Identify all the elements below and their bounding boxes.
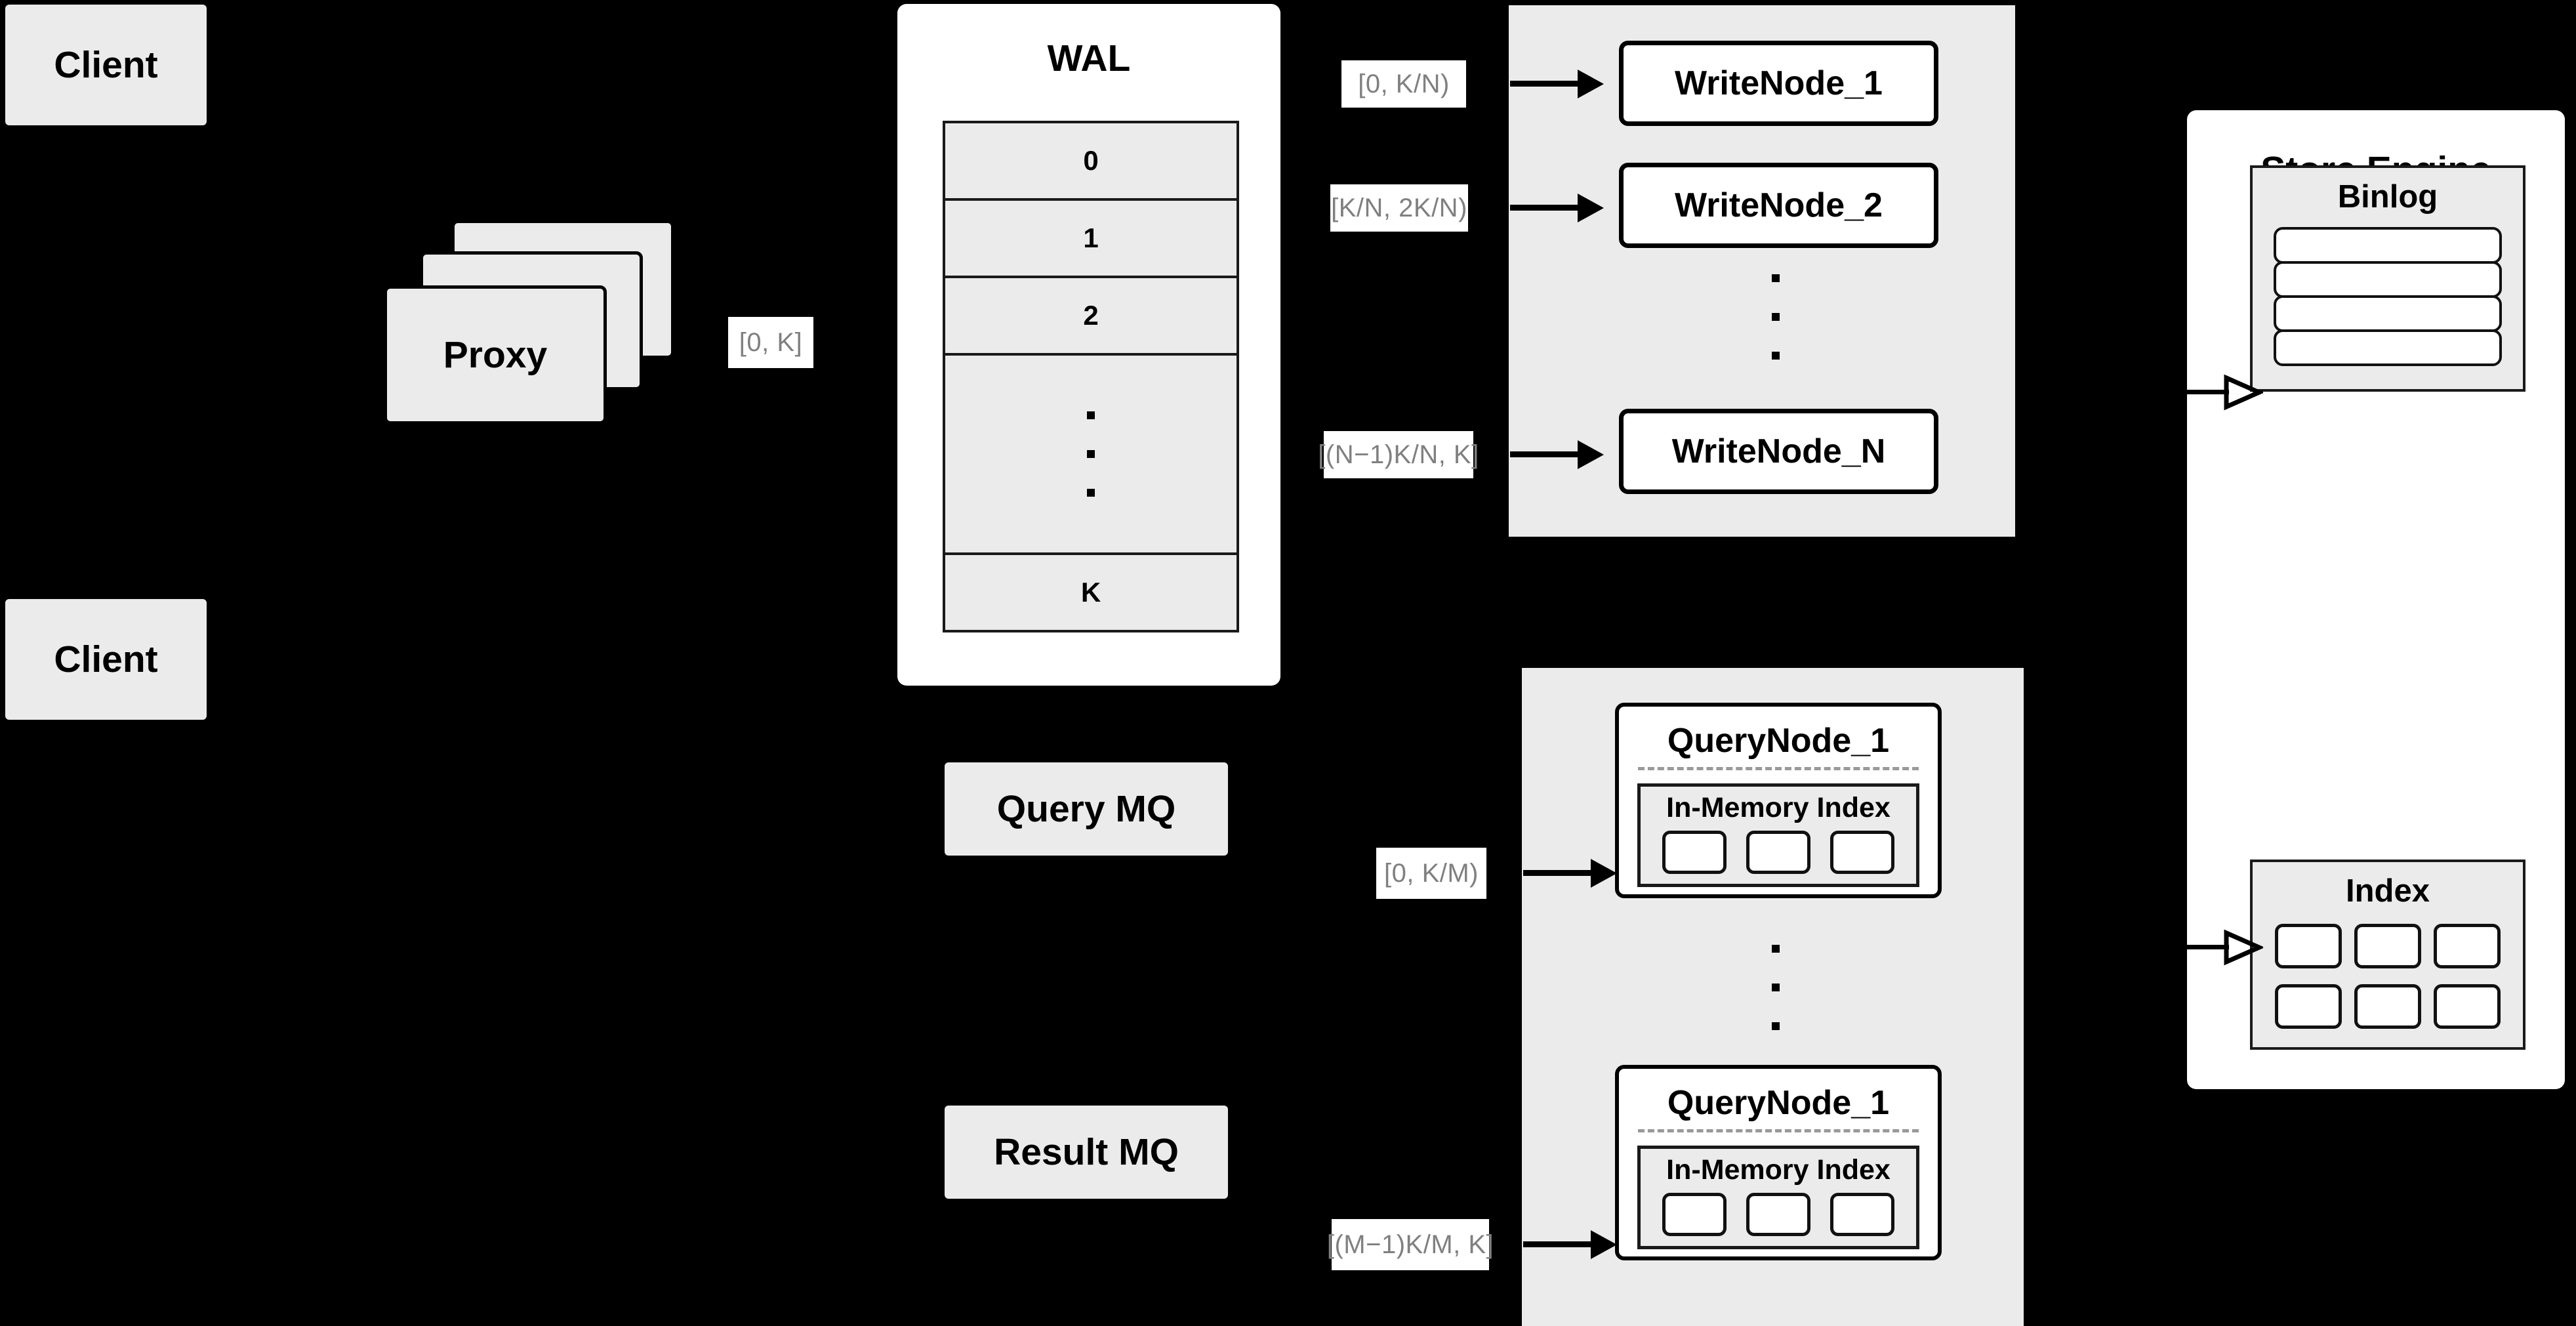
result-mq-label: Result MQ: [994, 1131, 1179, 1173]
index-cell-6[interactable]: [2434, 984, 2501, 1029]
binlog-box: Binlog: [2250, 165, 2525, 392]
wal-row-k[interactable]: K: [945, 555, 1237, 630]
query-mq-label: Query MQ: [996, 788, 1176, 830]
binlog-entry-3[interactable]: [2274, 295, 2502, 332]
querynode-box-n[interactable]: QueryNode_1 In-Memory Index: [1615, 1065, 1942, 1260]
querynode-1-range-label: [0, K/M): [1376, 848, 1486, 899]
in-memory-index-segments-1: [1641, 831, 1916, 874]
wal-row-value-1: 1: [1083, 222, 1099, 253]
querynode-n-range-label: [(M−1)K/M, K]: [1327, 1219, 1494, 1270]
writenode-n-solid-arrow-icon: [1578, 440, 1604, 469]
wal-panel: WAL 0 1 2 K: [897, 4, 1280, 686]
proxy-stack[interactable]: Proxy: [380, 220, 682, 433]
client-box-2[interactable]: Client: [5, 599, 207, 720]
writenode-box-n[interactable]: WriteNode_N: [1619, 409, 1938, 494]
proxy-to-wal-range-label: [0, K]: [728, 317, 813, 368]
writenode-1-range-text: [0, K/N): [1358, 69, 1450, 98]
index-arrow-line: [2187, 945, 2229, 949]
in-memory-index-segments-n: [1641, 1193, 1916, 1236]
index-row-2: [2253, 984, 2523, 1029]
binlog-title: Binlog: [2337, 179, 2438, 215]
binlog-arrow-line: [2187, 390, 2229, 394]
wal-row-value-2: 2: [1083, 300, 1099, 331]
writenode-box-1[interactable]: WriteNode_1: [1619, 41, 1938, 126]
querynode-separator-1: [1638, 767, 1919, 770]
in-memory-index-segment-n-2[interactable]: [1746, 1193, 1810, 1236]
writenode-1-range-label: [0, K/N): [1341, 60, 1466, 108]
wal-row-2[interactable]: 2: [945, 278, 1237, 356]
index-cell-3[interactable]: [2434, 924, 2501, 968]
querynode-box-1[interactable]: QueryNode_1 In-Memory Index: [1615, 703, 1942, 898]
client-box-1[interactable]: Client: [5, 5, 207, 125]
writenode-n-arrow-line: [1510, 451, 1581, 457]
wal-row-value-k: K: [1080, 577, 1101, 608]
querynode-1-solid-arrow-icon: [1591, 859, 1617, 888]
result-mq-box[interactable]: Result MQ: [945, 1106, 1228, 1199]
writenode-2-range-text: [K/N, 2K/N): [1331, 193, 1467, 222]
querynode-separator-n: [1638, 1129, 1919, 1132]
querynode-1-range-text: [0, K/M): [1383, 858, 1479, 888]
index-row-1: [2253, 924, 2523, 968]
writenode-2-solid-arrow-icon: [1578, 194, 1604, 222]
binlog-open-arrow-icon: [2224, 374, 2263, 411]
query-cluster-vertical-ellipsis-icon: [1771, 945, 1780, 1030]
writenode-2-range-label: [K/N, 2K/N): [1330, 184, 1468, 232]
index-cell-2[interactable]: [2354, 924, 2421, 968]
in-memory-index-segment-n-1[interactable]: [1662, 1193, 1727, 1236]
querynode-n-arrow-line: [1523, 1241, 1594, 1247]
in-memory-index-title-n: In-Memory Index: [1666, 1154, 1891, 1186]
writenode-label-1: WriteNode_1: [1675, 64, 1883, 102]
proxy-card-front[interactable]: Proxy: [384, 285, 607, 425]
writenode-n-range-label: [(N−1)K/N, K]: [1318, 431, 1479, 478]
wal-row-ellipsis: [945, 356, 1237, 555]
wal-row-value-0: 0: [1083, 145, 1099, 176]
in-memory-index-segment-n-3[interactable]: [1830, 1193, 1894, 1236]
writenode-label-n: WriteNode_N: [1671, 432, 1886, 470]
in-memory-index-title-1: In-Memory Index: [1666, 792, 1891, 823]
writenode-1-solid-arrow-icon: [1578, 70, 1604, 98]
query-mq-box[interactable]: Query MQ: [945, 762, 1228, 856]
querynode-title-1: QueryNode_1: [1667, 722, 1890, 760]
in-memory-index-n: In-Memory Index: [1637, 1146, 1919, 1249]
store-engine-panel: Store Engine Binlog Index: [2187, 110, 2565, 1089]
in-memory-index-segment-1-2[interactable]: [1746, 831, 1810, 874]
writenode-label-2: WriteNode_2: [1675, 186, 1883, 224]
write-cluster-vertical-ellipsis-icon: [1771, 274, 1780, 360]
wal-row-0[interactable]: 0: [945, 123, 1237, 201]
index-box: Index: [2250, 860, 2525, 1050]
wal-table: 0 1 2 K: [943, 121, 1239, 632]
proxy-label: Proxy: [443, 334, 548, 376]
binlog-entry-4[interactable]: [2274, 329, 2502, 366]
writenode-box-2[interactable]: WriteNode_2: [1619, 163, 1938, 248]
binlog-entry-1[interactable]: [2274, 227, 2502, 264]
index-cell-4[interactable]: [2274, 984, 2342, 1029]
writenode-2-arrow-line: [1510, 205, 1581, 211]
querynode-1-arrow-line: [1523, 870, 1594, 876]
client-label-2: Client: [54, 638, 158, 680]
index-open-arrow-icon: [2224, 929, 2263, 966]
in-memory-index-1: In-Memory Index: [1637, 783, 1919, 887]
writenode-n-range-text: [(N−1)K/N, K]: [1318, 440, 1479, 469]
index-cell-1[interactable]: [2274, 924, 2342, 968]
index-title: Index: [2346, 873, 2430, 909]
querynode-title-n: QueryNode_1: [1667, 1084, 1890, 1122]
proxy-to-wal-range-text: [0, K]: [739, 327, 803, 357]
vertical-ellipsis-icon: [1087, 411, 1095, 497]
wal-row-1[interactable]: 1: [945, 201, 1237, 278]
writenode-1-arrow-line: [1510, 81, 1581, 87]
index-cell-5[interactable]: [2354, 984, 2421, 1029]
in-memory-index-segment-1-1[interactable]: [1662, 831, 1727, 874]
querynode-n-solid-arrow-icon: [1591, 1230, 1617, 1259]
wal-title: WAL: [1047, 37, 1131, 79]
client-label-1: Client: [54, 44, 158, 86]
in-memory-index-segment-1-3[interactable]: [1830, 831, 1894, 874]
binlog-entry-2[interactable]: [2274, 261, 2502, 298]
querynode-n-range-text: [(M−1)K/M, K]: [1326, 1230, 1494, 1259]
